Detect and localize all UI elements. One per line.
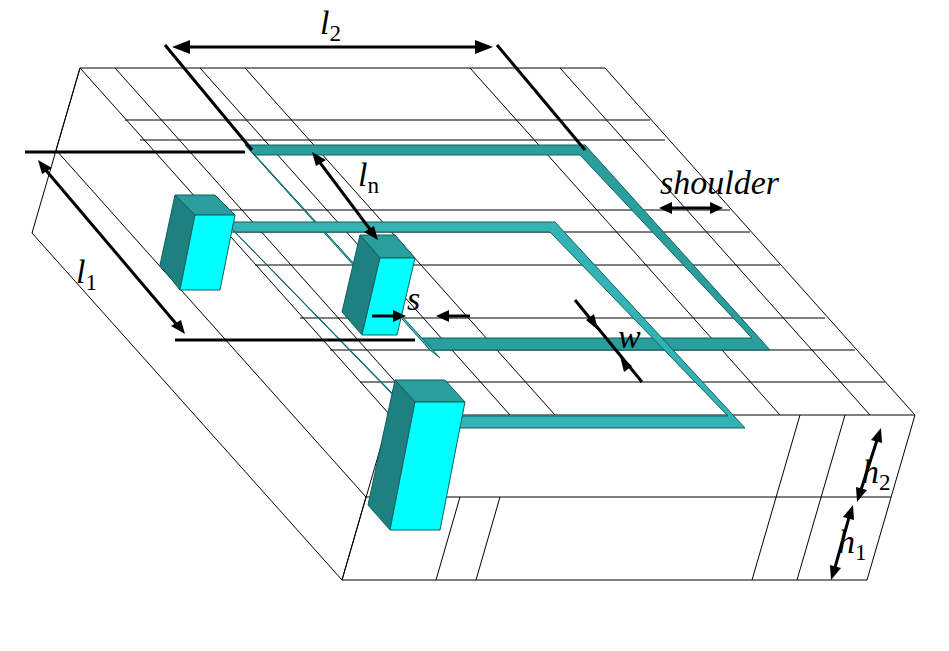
dimension-label: ln [358,158,379,192]
dimension-lines [25,45,878,571]
dimension-label: h1 [838,525,867,559]
arrowheads [38,40,882,580]
dimension-label: l2 [320,6,341,40]
dimension-label: h2 [862,455,891,489]
dimension-label: shoulder [660,166,779,200]
substrate-wireframe [32,68,915,580]
feed-blocks [160,195,465,530]
dimension-label: s [407,282,420,316]
dimension-label: w [618,320,641,354]
dimension-label: l1 [76,255,97,289]
